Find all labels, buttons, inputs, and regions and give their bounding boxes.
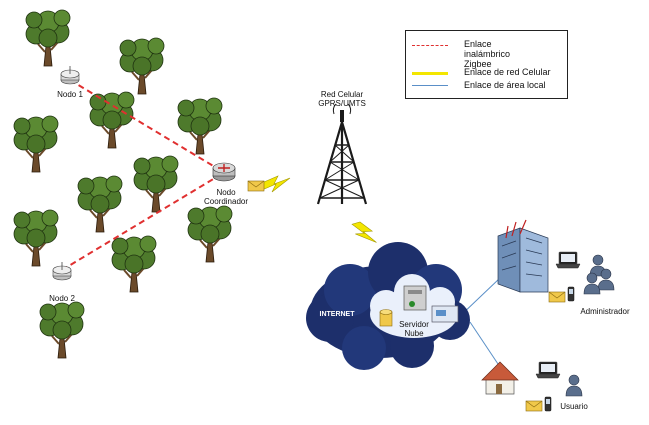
cell-network-label: Red Celular GPRS/UMTS: [318, 90, 366, 108]
database-icon: [379, 309, 393, 327]
user-phone-icon: [544, 396, 552, 412]
internet-label: INTERNET: [319, 311, 355, 318]
coordinator-router-icon: [212, 162, 236, 182]
cloud-server-icon: [403, 285, 427, 311]
admin-label: Administrador: [580, 307, 630, 316]
node1-label: Nodo 1: [57, 90, 83, 99]
legend-label-lan: Enlace de área local: [464, 80, 546, 90]
legend: Enlace inalámbrico Zigbee Enlace de red …: [405, 30, 568, 99]
zigbee-links: [61, 79, 221, 271]
office-building-icon: [497, 219, 549, 293]
monitor-icon: [431, 305, 459, 323]
admin-group-icon: [583, 254, 615, 295]
node2-label: Nodo 2: [49, 294, 75, 303]
node2-sensor-icon: [52, 261, 72, 281]
cell-tower-icon: [316, 103, 368, 205]
user-laptop-icon: [535, 361, 561, 379]
house-icon: [481, 361, 519, 395]
user-person-icon: [565, 374, 583, 397]
coordinator-label: Nodo Coordinador: [203, 188, 249, 206]
admin-envelope-icon: [548, 291, 566, 303]
forest: [13, 9, 233, 359]
user-label: Usuario: [560, 402, 588, 411]
legend-swatch-zigbee: [412, 45, 448, 46]
admin-phone-icon: [567, 286, 575, 302]
legend-swatch-cellular: [412, 72, 448, 75]
user-envelope-icon: [525, 400, 543, 412]
legend-label-cellular: Enlace de red Celular: [464, 67, 551, 77]
node1-sensor-icon: [60, 65, 80, 85]
legend-swatch-lan: [412, 85, 448, 86]
server-label: Servidor Nube: [399, 320, 429, 338]
cellular-link-bolt-icon: [350, 216, 379, 250]
admin-laptop-icon: [555, 251, 581, 269]
legend-label-zigbee: Enlace inalámbrico Zigbee: [464, 39, 511, 69]
cellular-link-bolt-icon: [261, 175, 291, 193]
